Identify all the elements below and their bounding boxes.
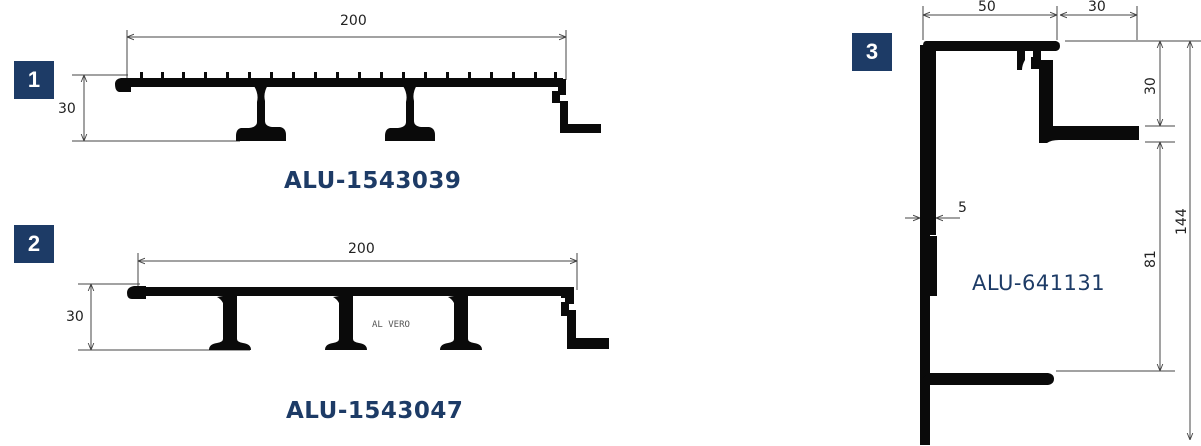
- profile-3-middle-label: 81: [1143, 250, 1159, 268]
- profile-1-height-dimension: 30: [58, 74, 240, 142]
- profile-3-top-left-label: 50: [978, 0, 996, 15]
- profile-1-code: ALU-1543039: [284, 168, 462, 194]
- profile-2-width-label: 200: [348, 241, 375, 257]
- profile-1-badge: 1: [14, 61, 54, 99]
- profile-2-section: [127, 286, 609, 350]
- profile-1-width-dimension: 200: [126, 13, 567, 82]
- profile-3-drawing: 50 30 30 81 144 5: [905, 0, 1201, 445]
- profile-1-width-label: 200: [340, 13, 367, 29]
- profile-3-code: ALU-641131: [972, 271, 1106, 295]
- profile-1-height-label: 30: [58, 101, 76, 117]
- profile-3-wall-label: 5: [958, 200, 967, 216]
- profile-3-right-dimensions: 30 81 144: [1056, 40, 1201, 440]
- profile-2-stamp: AL VERO: [372, 320, 410, 330]
- profile-3-top-dimensions: 50 30: [922, 0, 1138, 40]
- profile-2-code: ALU-1543047: [286, 398, 464, 424]
- profile-2-height-label: 30: [66, 309, 84, 325]
- profile-3-wall-dimension: 5: [905, 200, 967, 218]
- profile-3-upper-label: 30: [1143, 77, 1159, 95]
- profile-2-width-dimension: 200: [137, 241, 578, 290]
- profile-2-badge: 2: [14, 225, 54, 263]
- profile-2-drawing: 200 30 AL VERO: [66, 241, 609, 351]
- profile-3-total-label: 144: [1174, 208, 1190, 235]
- profile-3-top-right-label: 30: [1088, 0, 1106, 15]
- profile-3-section: [920, 41, 1139, 445]
- profile-1-section: [115, 72, 601, 141]
- profile-1-drawing: 200 30: [58, 13, 601, 142]
- profile-3-badge: 3: [852, 33, 892, 71]
